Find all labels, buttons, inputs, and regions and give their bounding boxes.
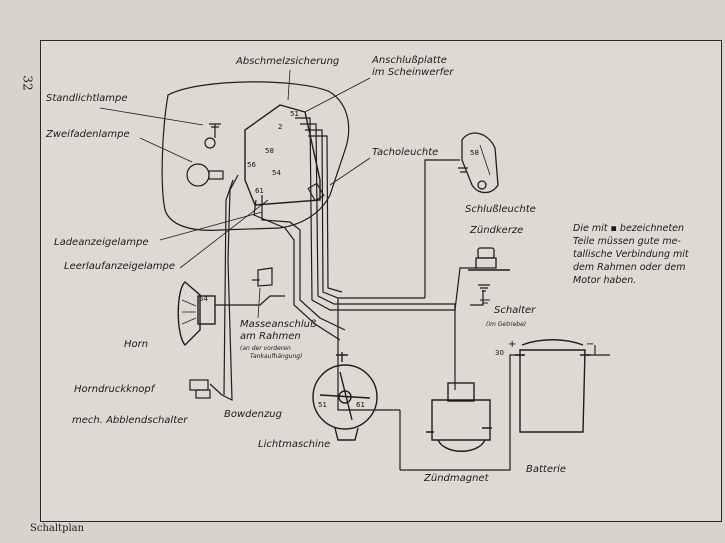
label-tacholeuchte: Tacholeuchte <box>372 147 439 158</box>
terminal-56: 56 <box>247 161 256 169</box>
label-lichtmaschine: Lichtmaschine <box>258 439 331 450</box>
wire-bowdenzug <box>221 174 239 401</box>
terminal-61: 61 <box>255 187 264 195</box>
label-abschmelzsicherung: Abschmelzsicherung <box>236 56 340 67</box>
terminal-58: 58 <box>265 147 274 155</box>
battery-minus: − <box>586 339 595 350</box>
leader <box>257 287 261 319</box>
wire-bowdenzug-2 <box>223 179 234 396</box>
terminal-2: 2 <box>278 123 283 131</box>
leader <box>304 77 371 113</box>
terminal-58-tail: 58 <box>470 149 479 157</box>
ground-symbols <box>480 299 596 355</box>
label-anschlussplatte: Anschlußplatte <box>372 55 447 66</box>
leader <box>287 69 291 101</box>
wire-battery <box>400 354 525 471</box>
horn <box>177 281 216 347</box>
label-schalter-sub: (im Getriebe) <box>486 321 527 328</box>
harness-line <box>261 195 346 331</box>
zweifaden-lamp <box>186 163 224 187</box>
leader <box>329 157 371 186</box>
note-text: Die mit ▪ bezeichneten Teile müssen gute… <box>573 223 689 286</box>
label-abblendschalter: mech. Abblendschalter <box>72 415 188 426</box>
terminal-54: 54 <box>272 169 281 177</box>
spark-plug <box>468 247 510 271</box>
leader <box>179 199 269 269</box>
label-zuendkerze: Zündkerze <box>470 225 524 236</box>
battery <box>515 339 590 433</box>
harness-line <box>305 129 425 299</box>
horn-button <box>189 379 223 399</box>
terminal-30: 30 <box>495 349 504 357</box>
wire-to-battery-top <box>337 298 400 411</box>
label-schlussleuchte: Schlußleuchte <box>465 204 536 215</box>
tail-lamp <box>458 132 499 194</box>
label-bowdenzug: Bowdenzug <box>224 409 282 420</box>
leader <box>99 107 204 126</box>
label-batterie: Batterie <box>526 464 567 475</box>
leader <box>159 211 263 241</box>
label-ladeanzeigelampe: Ladeanzeigelampe <box>54 237 149 248</box>
label-zuendmagnet: Zündmagnet <box>424 473 489 484</box>
label-masseanschluss-2: am Rahmen <box>240 331 301 342</box>
leader <box>139 137 193 163</box>
harness-line <box>253 199 341 341</box>
terminal-51: 51 <box>290 110 299 118</box>
wire-schalter <box>424 159 460 298</box>
label-schalter: Schalter <box>494 305 536 316</box>
label-im-scheinwerfer: im Scheinwerfer <box>372 67 454 78</box>
battery-plus: + <box>508 339 517 350</box>
tacho-lamp <box>307 182 325 202</box>
generator <box>312 352 378 441</box>
wire-zuendkerze <box>450 267 478 311</box>
page-number: 32 <box>20 75 35 91</box>
label-masseanschluss-sub-1: (an der vorderen <box>240 345 291 352</box>
wire-zuendmagnet <box>450 303 456 390</box>
terminal-51-generator: 51 <box>318 401 327 409</box>
magneto <box>426 382 492 452</box>
label-leerlaufanzeigelampe: Leerlaufanzeigelampe <box>64 261 176 272</box>
terminal-54-horn: 54 <box>199 295 208 303</box>
label-zweifadenlampe: Zweifadenlampe <box>46 129 130 140</box>
switch <box>478 284 490 292</box>
caption: Schaltplan <box>30 523 85 534</box>
wire-horn <box>215 295 285 306</box>
wire-ground-schalter <box>470 290 484 306</box>
diagram-frame <box>40 40 722 522</box>
harness-line <box>300 123 450 305</box>
label-standlichtlampe: Standlichtlampe <box>46 93 128 104</box>
ground-connection <box>252 267 273 287</box>
terminal-61-generator: 61 <box>356 401 365 409</box>
harness-line <box>295 117 450 311</box>
label-masseanschluss-1: Masseanschluß <box>240 319 317 330</box>
label-horn: Horn <box>124 339 149 350</box>
label-masseanschluss-sub-2: Tankaufhängung) <box>250 353 303 360</box>
label-horndruckknopf: Horndruckknopf <box>74 384 155 395</box>
harness-line <box>308 135 343 293</box>
standlicht-lamp <box>204 123 221 149</box>
